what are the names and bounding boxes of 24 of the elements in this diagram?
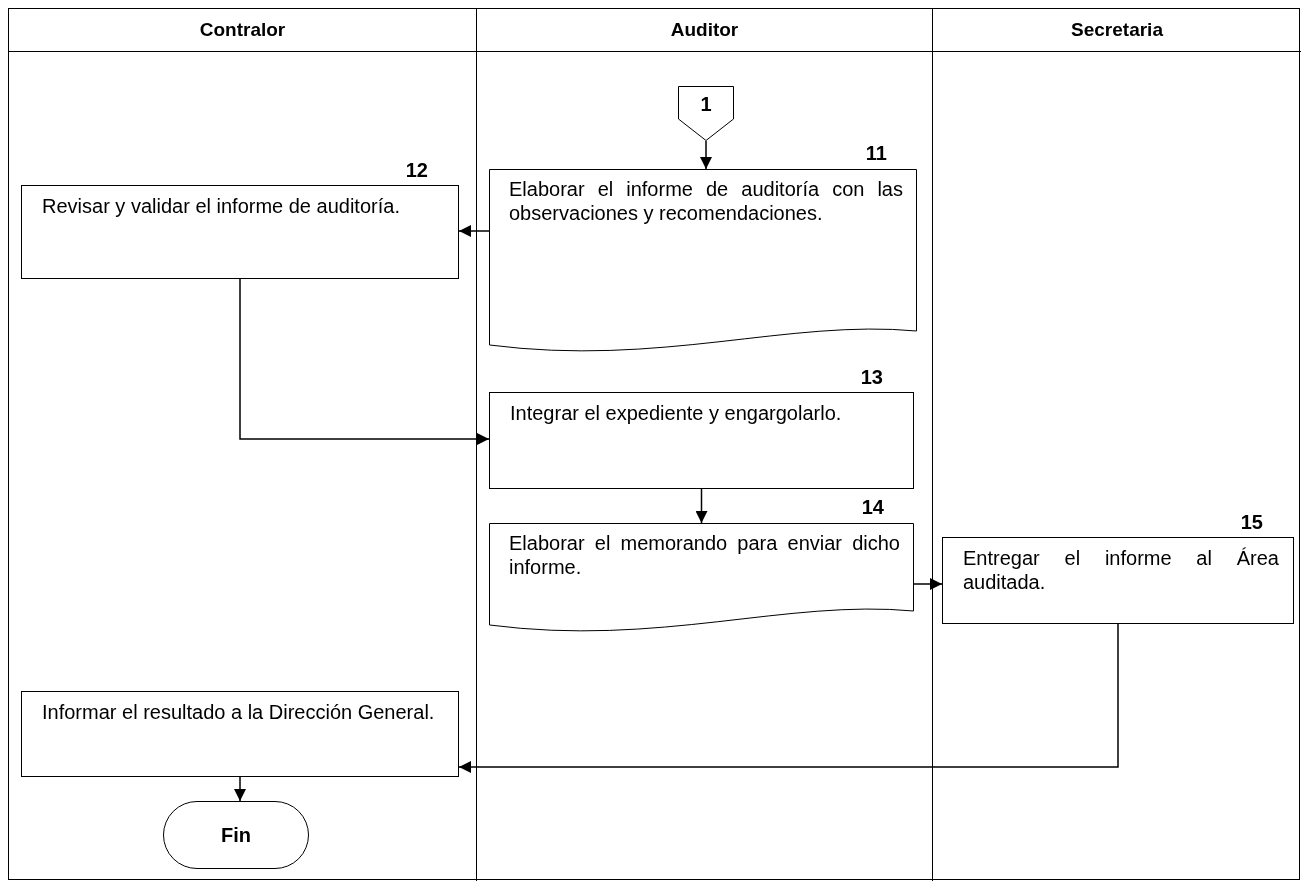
- step-text: Elaborar el informe de auditoría con las observaciones y recomendaciones.: [509, 177, 903, 225]
- arrow: [234, 776, 246, 802]
- step-text: Elaborar el memorando para enviar dicho informe.: [509, 531, 900, 579]
- step-number: 12: [405, 158, 428, 182]
- step-number: 14: [861, 495, 884, 519]
- arrow: [913, 578, 943, 590]
- arrow: [695, 488, 708, 524]
- step-number: 13: [860, 365, 883, 389]
- process-box: [21, 691, 459, 777]
- arrow: [458, 225, 490, 237]
- step-text: Revisar y validar el informe de auditoría.: [42, 194, 401, 218]
- step-text: Integrar el expediente y engargolarlo.: [510, 401, 843, 425]
- arrow: [458, 623, 1119, 773]
- step-text: Informar el resultado a la Dirección General.: [42, 700, 436, 724]
- arrow: [700, 140, 712, 170]
- lane-header: Secretaria: [933, 9, 1301, 52]
- lane-header: Auditor: [477, 9, 932, 52]
- arrow: [239, 278, 490, 445]
- step-text: Entregar el informe al Área auditada.: [963, 546, 1279, 594]
- step-text: 1: [700, 91, 712, 116]
- step-text: Fin: [221, 823, 251, 847]
- lane-header: Contralor: [9, 9, 476, 52]
- step-number: 15: [1240, 510, 1263, 534]
- step-number: 11: [865, 141, 887, 165]
